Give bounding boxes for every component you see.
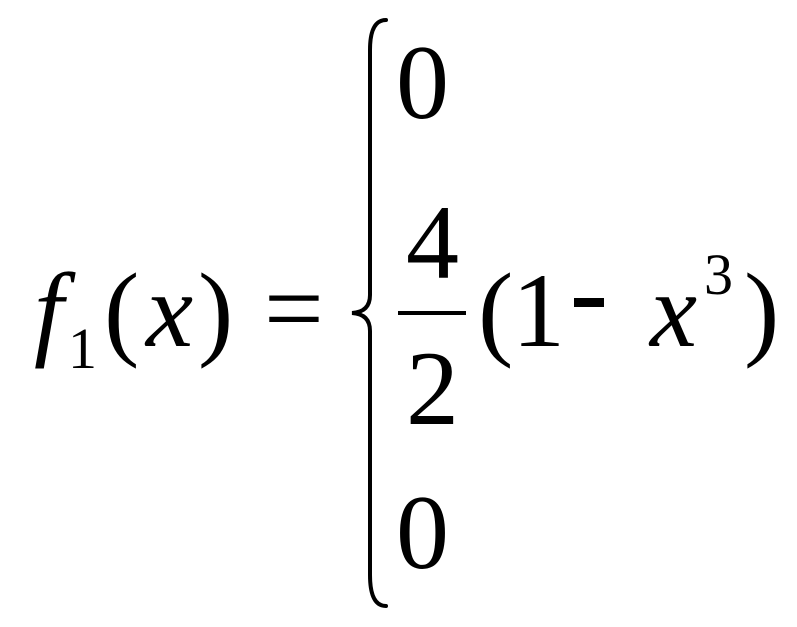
case-1-value: 0 [396, 24, 449, 141]
function-subscript: 1 [68, 316, 97, 381]
case-2-variable: x [650, 252, 698, 369]
lhs-variable: x [146, 252, 194, 369]
fraction-denominator: 2 [406, 330, 459, 447]
minus-sign [574, 298, 604, 307]
fraction-bar [398, 311, 466, 315]
fraction-numerator: 4 [406, 184, 459, 301]
case-2-close-paren: ) [744, 252, 780, 369]
left-curly-brace [351, 18, 388, 608]
case-2-exponent: 3 [704, 242, 733, 307]
brace-path [351, 18, 388, 608]
case-2-one: 1 [512, 252, 565, 369]
case-3-value: 0 [396, 474, 449, 591]
lhs-close-paren: ) [198, 252, 234, 369]
case-2-open-paren: ( [478, 252, 514, 369]
function-letter: f [34, 252, 64, 369]
lhs-open-paren: ( [104, 252, 140, 369]
equals-sign: = [264, 250, 324, 367]
